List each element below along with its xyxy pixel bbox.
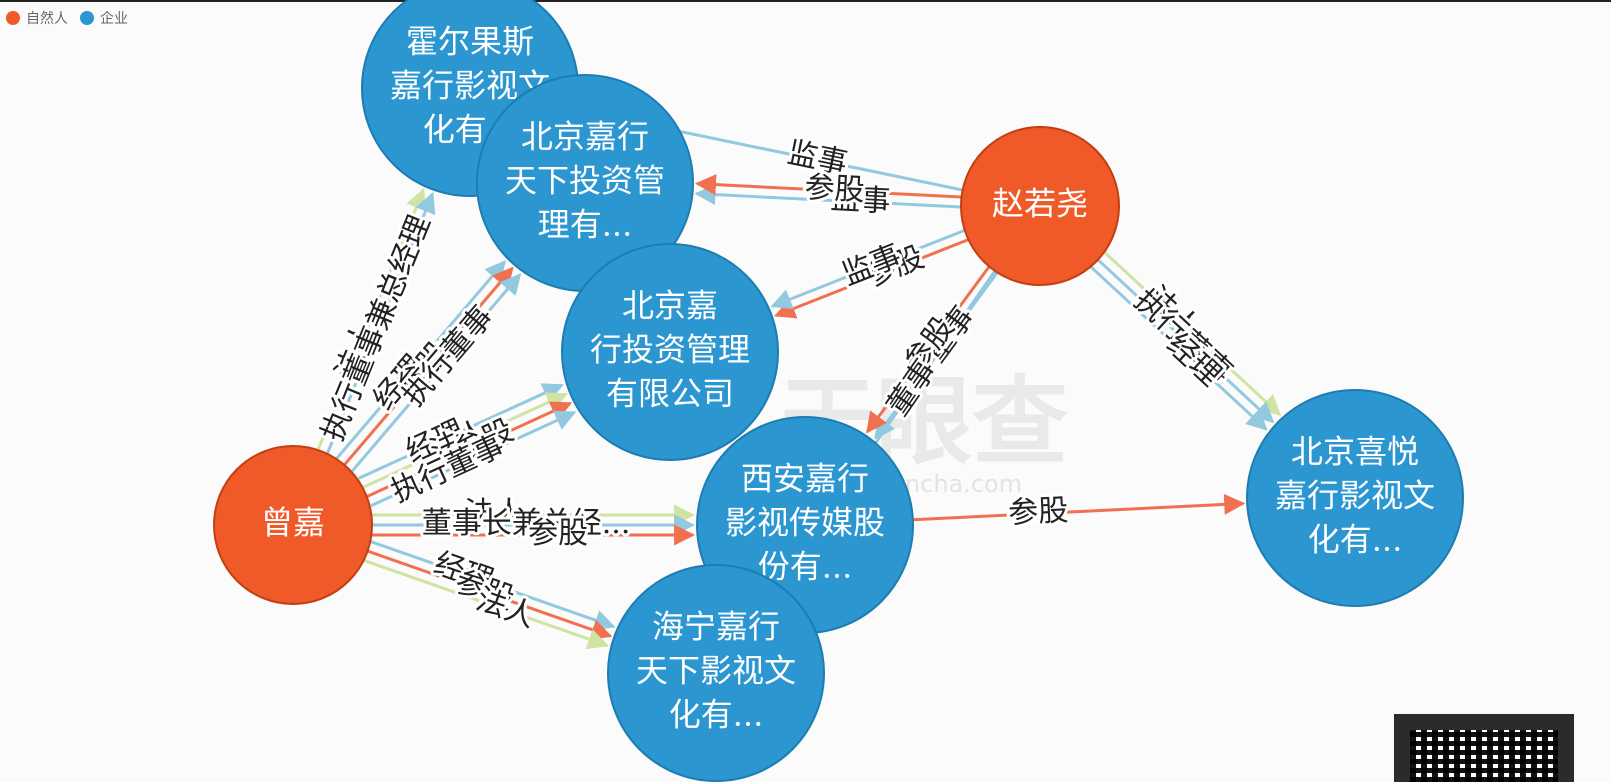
edge-role[interactable] [357, 383, 564, 480]
legend-person-dot [6, 11, 20, 25]
edge-legal[interactable] [316, 187, 426, 451]
edge-label: 法人 [464, 496, 524, 531]
node-label-line: 影视传媒股 [725, 504, 885, 542]
qr-code-panel[interactable] [1394, 714, 1574, 782]
edge-label: 参股 [1007, 493, 1069, 531]
edge-share[interactable] [912, 493, 1246, 522]
edge-role[interactable] [1090, 265, 1268, 431]
edge-share[interactable] [343, 266, 514, 466]
edge-share[interactable] [366, 401, 573, 498]
node-label-line: 化有... [1308, 521, 1403, 559]
node-label-line: 北京嘉行 [521, 118, 649, 156]
node-label-line: 海宁嘉行 [652, 608, 780, 646]
edge-share[interactable] [774, 238, 969, 319]
node-label-line: 天下影视文 [636, 652, 796, 690]
node-label-line: 理有... [538, 206, 633, 244]
edge-role[interactable] [325, 191, 436, 455]
qr-code-image [1410, 730, 1558, 782]
edge-label: 董事长兼总经... [422, 506, 631, 541]
legend-company-dot [80, 11, 94, 25]
edge-share[interactable] [695, 174, 962, 199]
edge-label: 法人 [471, 582, 539, 635]
legend-company-label: 企业 [100, 11, 128, 27]
node-circle[interactable] [561, 243, 779, 461]
edge-label: 监事 [830, 181, 892, 219]
node-label-line: 霍尔果斯 [406, 23, 534, 61]
node-label-line: 天下投资管 [505, 162, 665, 200]
edge-role[interactable] [350, 273, 522, 473]
node-circle[interactable] [607, 564, 825, 782]
node-circle[interactable] [213, 445, 373, 605]
edge-role[interactable] [770, 228, 966, 310]
edge-share[interactable] [866, 265, 991, 434]
node-label-line: 份有... [758, 548, 853, 586]
node-hnjx[interactable]: 海宁嘉行天下影视文化有... [607, 564, 825, 782]
node-zhaoruoyao[interactable]: 赵若尧 [960, 126, 1120, 286]
edge-legal[interactable] [1103, 251, 1282, 416]
node-label-line: 曾嘉 [261, 504, 325, 542]
edge-role[interactable] [370, 410, 577, 508]
node-circle[interactable] [960, 126, 1120, 286]
edge-role[interactable] [370, 540, 616, 631]
node-label-line: 西安嘉行 [741, 460, 869, 498]
edge-label: 参股 [528, 516, 588, 551]
edge-role[interactable] [1096, 258, 1275, 424]
node-label-line: 赵若尧 [992, 185, 1088, 223]
edge-legal[interactable] [363, 559, 609, 650]
legend-person-label: 自然人 [26, 11, 68, 27]
legend: 自然人 企业 [6, 8, 140, 28]
node-label-line: 有限公司 [606, 375, 734, 413]
edge-role[interactable] [335, 260, 507, 460]
nodes-layer: 霍尔果斯嘉行影视文化有...北京嘉行天下投资管理有...北京嘉行投资管理有限公司… [213, 0, 1464, 782]
node-label-line: 北京嘉 [622, 287, 718, 325]
node-label-line: 嘉行影视文 [1275, 477, 1435, 515]
top-border [0, 0, 1611, 2]
node-label-line: 化有... [669, 696, 764, 734]
node-bjxy[interactable]: 北京喜悦嘉行影视文化有... [1246, 389, 1464, 607]
node-label-line: 北京喜悦 [1291, 433, 1419, 471]
legend-item-company[interactable]: 企业 [80, 8, 128, 28]
edge-share[interactable] [367, 549, 613, 640]
node-label-line: 行投资管理 [590, 331, 750, 369]
edge-role[interactable] [694, 184, 961, 209]
node-bjjxtx[interactable]: 北京嘉行天下投资管理有... [476, 74, 694, 292]
node-circle[interactable] [1246, 389, 1464, 607]
edge-label: 参股 [804, 170, 866, 208]
edges-layer [316, 104, 1282, 650]
node-zengjia[interactable]: 曾嘉 [213, 445, 373, 605]
legend-item-person[interactable]: 自然人 [6, 8, 68, 28]
edge-legal[interactable] [362, 392, 569, 489]
